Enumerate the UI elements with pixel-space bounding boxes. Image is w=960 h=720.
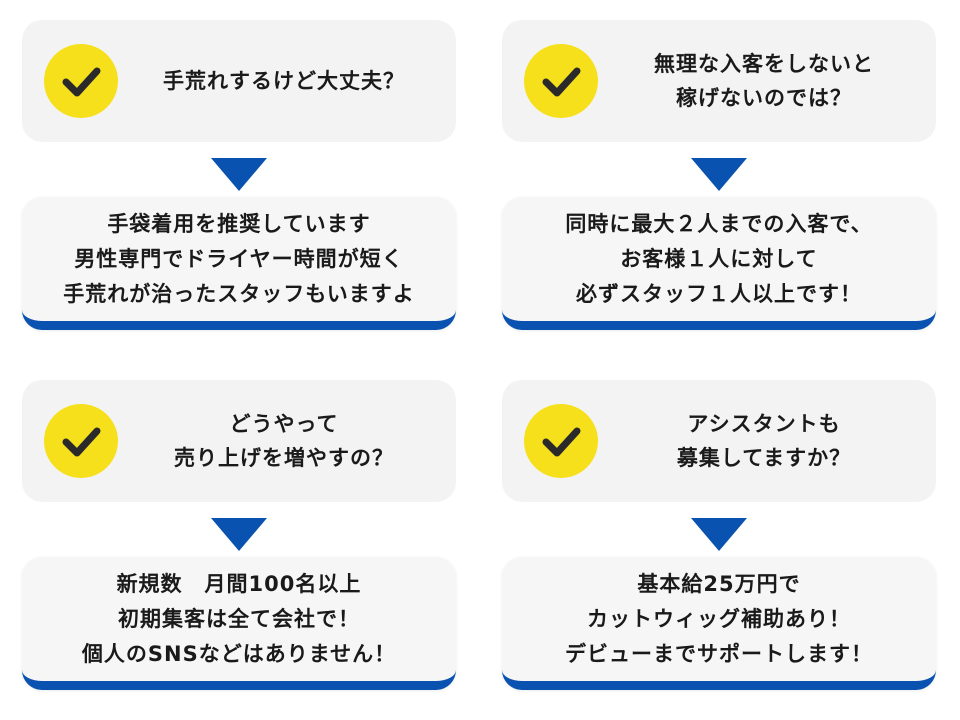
faq-answer-2: 同時に最大２人までの入客で、 お客様１人に対して 必ずスタッフ１人以上です！ [502, 197, 936, 330]
check-icon [524, 404, 598, 478]
faq-question-4: アシスタントも 募集してますか？ [502, 380, 936, 502]
arrow-down-icon [691, 518, 747, 551]
question-text: アシスタントも 募集してますか？ [676, 412, 852, 470]
check-icon [44, 404, 118, 478]
arrow-down-icon [211, 158, 267, 191]
faq-answer-1: 手袋着用を推奨しています 男性専門でドライヤー時間が短く 手荒れが治ったスタッフ… [22, 197, 456, 330]
question-text: 手荒れするけど大丈夫？ [163, 69, 405, 93]
question-text: どうやって 売り上げを増やすの？ [174, 412, 394, 470]
question-text: 無理な入客をしないと 稼げないのでは？ [654, 52, 874, 110]
faq-question-3: どうやって 売り上げを増やすの？ [22, 380, 456, 502]
check-icon [524, 44, 598, 118]
faq-answer-4: 基本給25万円で カットウィッグ補助あり！ デビューまでサポートします！ [502, 557, 936, 690]
faq-question-2: 無理な入客をしないと 稼げないのでは？ [502, 20, 936, 142]
faq-answer-3: 新規数 月間100名以上 初期集客は全て会社で！ 個人のSNSなどはありません！ [22, 557, 456, 690]
faq-question-1: 手荒れするけど大丈夫？ [22, 20, 456, 142]
arrow-down-icon [211, 518, 267, 551]
check-icon [44, 44, 118, 118]
arrow-down-icon [691, 158, 747, 191]
